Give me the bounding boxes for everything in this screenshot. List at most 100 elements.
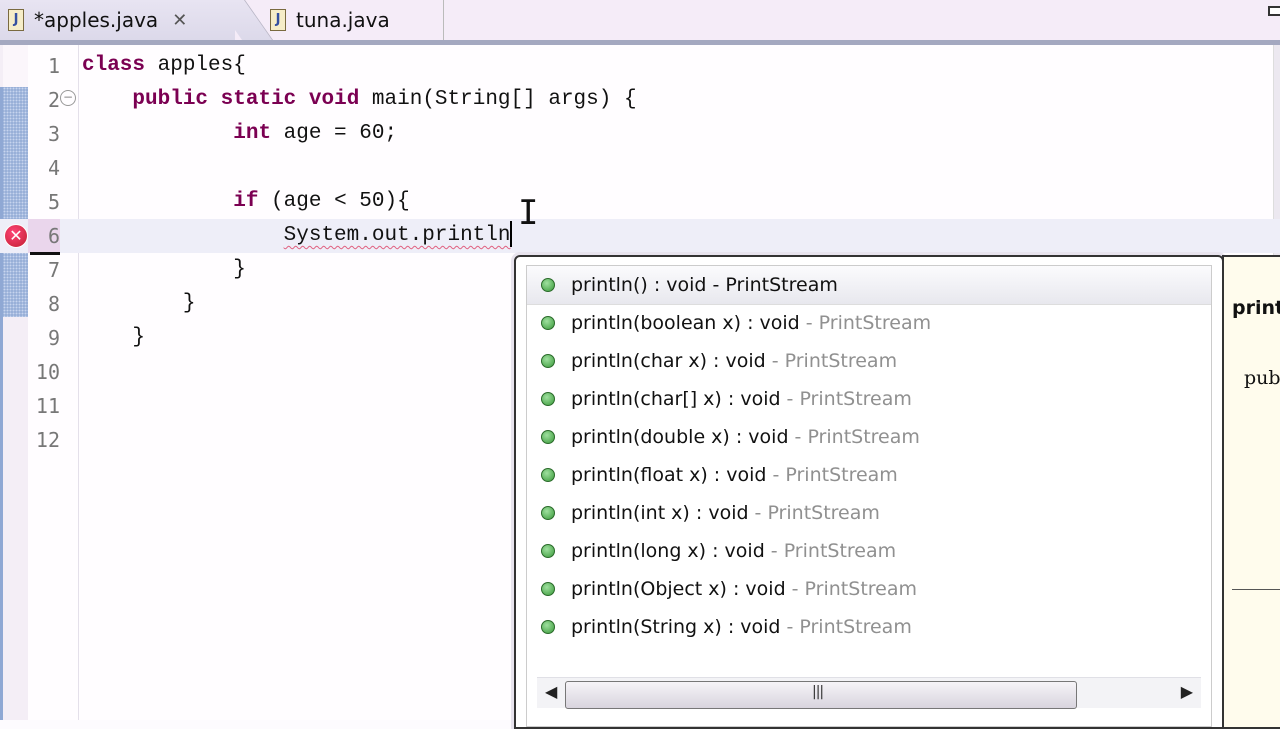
- tab-bar-divider: [0, 40, 1280, 45]
- code-token: [208, 88, 221, 111]
- line-number: 6: [28, 219, 60, 253]
- line-number: 11: [35, 394, 60, 418]
- public-method-icon: [541, 620, 555, 634]
- keyword: if: [233, 190, 259, 213]
- code-token: [82, 224, 284, 247]
- code-token: System.out.println: [283, 224, 511, 247]
- type-name: PrintStream: [799, 616, 912, 638]
- line-number: 1: [47, 54, 60, 78]
- proposal-item[interactable]: println(int x) : void - PrintStream: [541, 494, 880, 532]
- proposal-item[interactable]: println(float x) : void - PrintStream: [541, 456, 898, 494]
- tab-label: tuna.java: [296, 8, 390, 32]
- code-token: [82, 88, 132, 111]
- proposal-signature: println(float x) : void: [571, 464, 767, 486]
- line-number: 7: [47, 258, 60, 282]
- public-method-icon: [541, 392, 555, 406]
- proposal-declaring-type: - PrintStream: [755, 502, 880, 524]
- javadoc-divider: [1232, 589, 1280, 590]
- minimize-icon[interactable]: [1268, 6, 1280, 16]
- proposal-item[interactable]: println(char[] x) : void - PrintStream: [541, 380, 912, 418]
- code-token: [296, 88, 309, 111]
- line-number: 2: [47, 88, 60, 112]
- proposal-item[interactable]: println(double x) : void - PrintStream: [541, 418, 920, 456]
- code-line[interactable]: 4: [0, 151, 1280, 185]
- right-overview-ruler[interactable]: [1273, 45, 1280, 255]
- public-method-icon: [541, 354, 555, 368]
- separator: -: [786, 388, 800, 410]
- code-token: (age < 50){: [258, 190, 410, 213]
- keyword: public: [132, 88, 209, 111]
- tab-tuna-java[interactable]: J tuna.java: [262, 0, 444, 40]
- code-line[interactable]: 11: [0, 389, 1280, 423]
- collapse-fold-icon[interactable]: −: [60, 90, 76, 106]
- close-tab-icon[interactable]: ✕: [172, 9, 188, 31]
- code-line[interactable]: 12: [0, 423, 1280, 457]
- proposal-item[interactable]: println(Object x) : void - PrintStream: [541, 570, 917, 608]
- code-line[interactable]: 9 }: [0, 321, 1280, 355]
- error-marker-icon[interactable]: ✕: [4, 224, 28, 248]
- code-token: [82, 190, 233, 213]
- line-number: 12: [35, 428, 60, 452]
- code-token: main(String[] args) {: [359, 88, 637, 111]
- type-name: PrintStream: [784, 350, 898, 372]
- editor-tab-bar: J *apples.java ✕ J tuna.java: [0, 0, 1280, 40]
- separator: -: [771, 350, 785, 372]
- proposal-item[interactable]: println(long x) : void - PrintStream: [541, 532, 896, 570]
- proposal-item[interactable]: println(char x) : void - PrintStream: [541, 342, 897, 380]
- code-line[interactable]: 8 }: [0, 287, 1280, 321]
- horizontal-scrollbar[interactable]: ◀ ||| ▶: [537, 677, 1201, 709]
- code-text: }: [82, 287, 196, 321]
- line-number: 8: [47, 292, 60, 316]
- proposal-item[interactable]: println() : void - PrintStream: [527, 266, 1211, 305]
- code-line[interactable]: 5 if (age < 50){: [0, 185, 1280, 219]
- proposal-declaring-type: - PrintStream: [787, 388, 912, 410]
- keyword: void: [308, 88, 360, 111]
- separator: -: [712, 274, 726, 296]
- type-name: PrintStream: [725, 274, 838, 296]
- text-caret: [510, 221, 513, 248]
- code-line[interactable]: 1 class apples{: [0, 49, 1280, 83]
- code-text: System.out.println: [82, 219, 513, 253]
- proposal-declaring-type: - PrintStream: [792, 578, 917, 600]
- separator: -: [791, 578, 805, 600]
- java-file-icon: J: [8, 9, 24, 31]
- type-name: PrintStream: [799, 388, 912, 410]
- separator: -: [770, 540, 784, 562]
- code-token: [82, 122, 233, 145]
- proposal-signature: println() : void: [571, 274, 707, 296]
- proposal-signature: println(boolean x) : void: [571, 312, 800, 334]
- code-line[interactable]: 7 }: [0, 253, 1280, 287]
- code-line[interactable]: 10: [0, 355, 1280, 389]
- javadoc-signature: pub: [1244, 367, 1280, 389]
- tab-label: *apples.java: [34, 8, 159, 32]
- current-line-marker: [30, 252, 60, 255]
- public-method-icon: [541, 278, 555, 292]
- separator: -: [754, 502, 768, 524]
- scroll-right-icon[interactable]: ▶: [1180, 682, 1193, 701]
- proposal-declaring-type: - PrintStream: [771, 540, 896, 562]
- public-method-icon: [541, 468, 555, 482]
- code-line[interactable]: 6✕ System.out.println: [0, 219, 1280, 255]
- line-number: 10: [35, 360, 60, 384]
- scroll-left-icon[interactable]: ◀: [545, 682, 558, 701]
- javadoc-hover: print pub: [1222, 255, 1280, 729]
- code-text: if (age < 50){: [82, 185, 410, 219]
- scrollbar-thumb[interactable]: |||: [565, 681, 1077, 709]
- proposal-item[interactable]: println(String x) : void - PrintStream: [541, 608, 912, 646]
- gutter-separator: [78, 45, 79, 720]
- code-token: }: [82, 292, 196, 315]
- proposal-declaring-type: - PrintStream: [795, 426, 920, 448]
- code-text: class apples{: [82, 49, 246, 83]
- separator: -: [805, 312, 819, 334]
- keyword: static: [220, 88, 297, 111]
- type-name: PrintStream: [767, 502, 880, 524]
- type-name: PrintStream: [783, 540, 897, 562]
- public-method-icon: [541, 430, 555, 444]
- tab-apples-java[interactable]: J *apples.java ✕: [0, 0, 235, 40]
- code-line[interactable]: 2− public static void main(String[] args…: [0, 83, 1280, 117]
- public-method-icon: [541, 582, 555, 596]
- code-line[interactable]: 3 int age = 60;: [0, 117, 1280, 151]
- proposal-item[interactable]: println(boolean x) : void - PrintStream: [541, 304, 931, 342]
- line-number: 5: [47, 190, 60, 214]
